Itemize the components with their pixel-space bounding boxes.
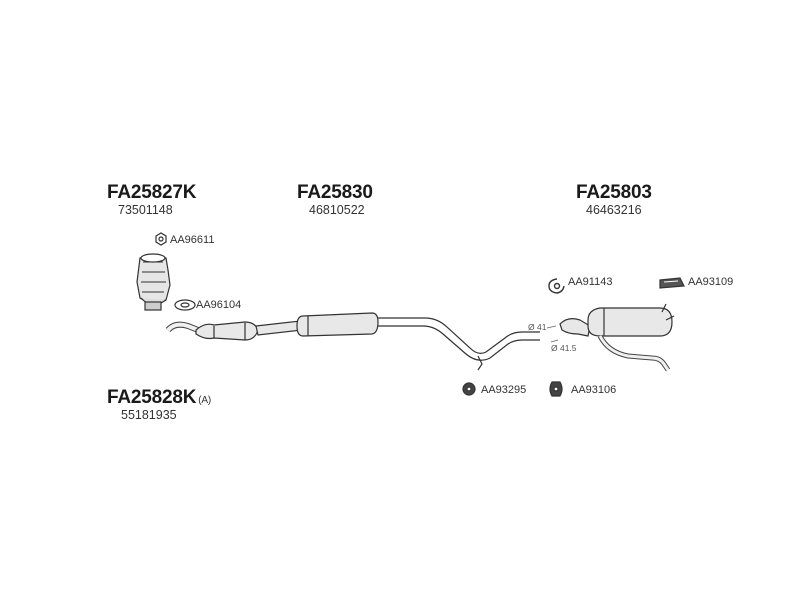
front-catalyst <box>165 320 303 341</box>
part-rubber-ring-1: AA93295 <box>481 384 527 396</box>
rubber-mount-icon <box>549 381 563 397</box>
middle-code: FA25830 <box>297 182 373 203</box>
part-nut: AA96611 <box>170 234 215 246</box>
dimension-markers <box>546 325 559 343</box>
rear-silencer <box>559 303 675 372</box>
front-pipe-oem: 73501148 <box>118 203 173 217</box>
part-clamp-rear: AA91143 <box>568 276 613 288</box>
dimension-41: Ø 41 <box>528 322 547 332</box>
clamp-icon <box>548 278 565 294</box>
dimension-41-5: Ø 41.5 <box>551 343 577 353</box>
intermediate-pipe <box>378 317 540 371</box>
catalyst-code: FA25828K(A) <box>107 388 211 407</box>
catalyst-suffix: (A) <box>198 395 211 406</box>
middle-silencer <box>296 312 379 337</box>
rear-code: FA25803 <box>576 182 652 203</box>
downpipe-assembly <box>136 253 171 311</box>
gasket-icon <box>174 299 196 311</box>
front-pipe-code: FA25827K <box>107 182 197 203</box>
catalyst-oem: 55181935 <box>121 408 177 422</box>
rubber-ring-icon <box>462 382 476 396</box>
rear-oem: 46463216 <box>586 203 642 217</box>
part-rubber-ring-2: AA93106 <box>571 384 617 396</box>
nut-icon <box>155 232 167 246</box>
middle-oem: 46810522 <box>309 203 365 217</box>
part-hanger-rear: AA93109 <box>688 276 734 288</box>
part-gasket: AA96104 <box>196 299 242 311</box>
catalyst-code-text: FA25828K <box>107 387 197 408</box>
hanger-icon <box>659 277 685 289</box>
